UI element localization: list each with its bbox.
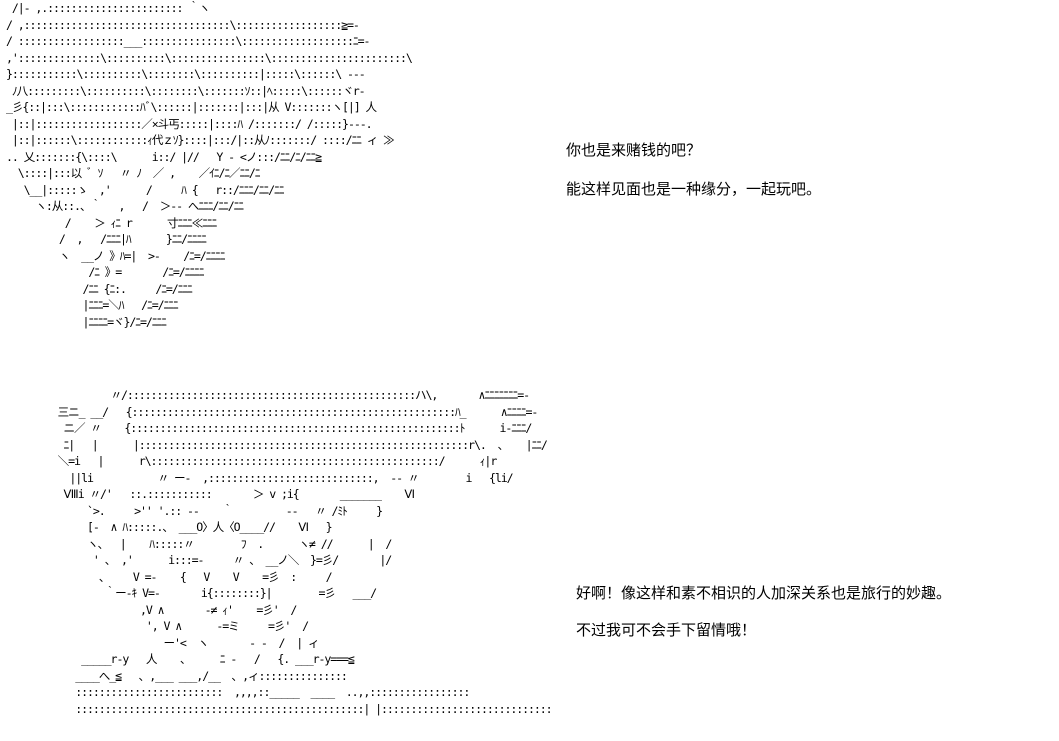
ascii-art-grinning-traveler: 〃/::::::::::::::::::::::::::::::::::::::…	[57, 388, 550, 716]
dialog-gambler: 你也是来赌钱的吧？ 能这样见面也是一种缘分，一起玩吧。	[566, 140, 821, 199]
dialog-traveler: 好啊！像这样和素不相识的人加深关系也是旅行的妙趣。 不过我可不会手下留情哦！	[576, 583, 951, 640]
ascii-art-gambler-hat: /|‐ ,.::::::::::::::::::::::: ｀ヽ / ,::::…	[6, 1, 413, 329]
dialog-line: 能这样见面也是一种缘分，一起玩吧。	[566, 180, 822, 198]
dialog-line: 不过我可不会手下留情哦！	[576, 621, 757, 639]
dialog-line: 你也是来赌钱的吧？	[566, 141, 702, 159]
dialog-line: 好啊！像这样和素不相识的人加深关系也是旅行的妙趣。	[576, 584, 952, 602]
